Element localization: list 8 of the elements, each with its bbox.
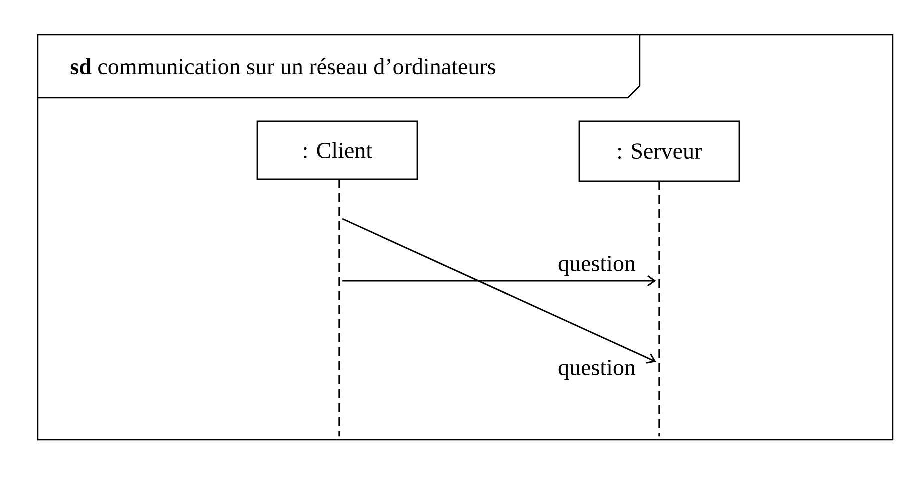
message-arrow bbox=[342, 218, 656, 364]
lifeline bbox=[658, 181, 660, 437]
message-arrow bbox=[342, 275, 656, 287]
lifeline-box: : Serveur bbox=[578, 120, 740, 182]
edge-label: question bbox=[557, 358, 637, 382]
edge-label: question bbox=[557, 254, 637, 278]
lifeline bbox=[338, 179, 340, 437]
lifeline-box: : Client bbox=[256, 120, 418, 180]
